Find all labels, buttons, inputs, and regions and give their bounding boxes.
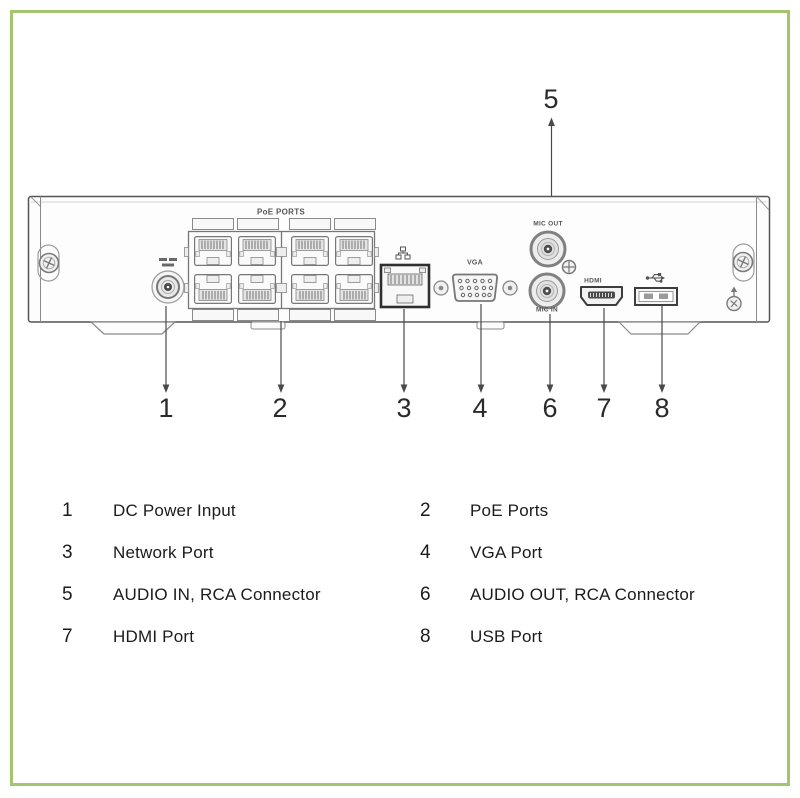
screw-icon [732,251,754,273]
poe-port-block [184,218,379,321]
rj45-jack [291,274,329,304]
rj45-jack [238,236,276,266]
legend-label: AUDIO IN, RCA Connector [113,585,321,604]
vga-screw-left [433,280,449,296]
legend-number: 1 [62,500,73,521]
legend-label: PoE Ports [470,501,549,520]
vga-screw-right [502,280,518,296]
rj45-jack [194,236,232,266]
left-mount-ear [37,244,60,282]
hdmi-port [580,286,623,306]
rca-mic-in [528,272,566,310]
rear-panel-diagram [27,117,771,393]
legend-number: 8 [420,626,431,647]
rj45-jack [335,274,373,304]
legend-label: HDMI Port [113,627,195,646]
rj45-jack [194,274,232,304]
device-foot-left [90,321,176,335]
legend-label: DC Power Input [113,501,236,520]
usb-icon [645,273,665,283]
legend-table: 1 DC Power Input 2 PoE Ports 3 Network P… [40,490,778,658]
network-port [379,246,431,309]
legend-label: USB Port [470,627,543,646]
ground-screw-icon [561,259,577,275]
right-mount-ear [726,243,755,312]
vga-label: VGA [466,259,484,267]
legend-label: VGA Port [470,543,543,562]
bottom-tab [250,321,286,330]
callout-lines [165,125,663,386]
callout-number-6: 6 [542,393,558,423]
callout-number-3: 3 [396,393,412,423]
ethernet-icon [395,246,411,260]
rj45-jack [335,236,373,266]
poe-ports-label: PoE PORTS [256,207,306,217]
usb-port [634,273,678,306]
legend-number: 3 [62,542,73,563]
dc-rating-marks [159,258,177,267]
legend-label: AUDIO OUT, RCA Connector [470,585,695,604]
mic-in-label: MIC IN [535,306,559,314]
screw-icon [38,252,60,274]
callout-number-1: 1 [158,393,174,423]
callout-arrows [162,117,666,393]
rj45-jack [238,274,276,304]
rj45-jack [291,236,329,266]
legend-number: 7 [62,626,73,647]
callout-number-7: 7 [596,393,612,423]
callout-number-5: 5 [543,84,559,114]
mic-out-label: MIC OUT [533,220,563,228]
green-frame-border [10,10,790,786]
legend-number: 6 [420,584,431,605]
bottom-tab [476,321,505,330]
callout-number-8: 8 [654,393,670,423]
callout-number-2: 2 [272,393,288,423]
legend-number: 5 [62,584,73,605]
legend-label: Network Port [113,543,214,562]
callout-number-4: 4 [472,393,488,423]
vga-port [433,273,518,302]
ground-symbol-icon [726,286,742,312]
hdmi-label: HDMI [584,277,602,285]
device-foot-right [618,321,701,335]
legend-number: 2 [420,500,431,521]
legend-number: 4 [420,542,431,563]
rca-mic-out [529,230,567,268]
dc-power-connector [151,258,185,304]
